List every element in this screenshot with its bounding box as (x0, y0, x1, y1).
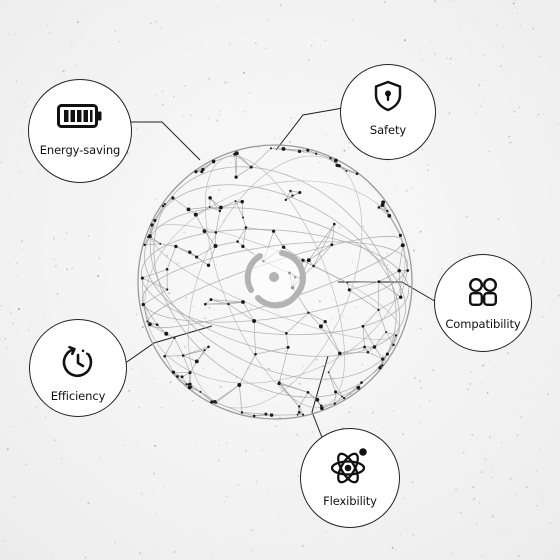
atom-icon (301, 445, 399, 487)
feature-label-efficiency: Efficiency (50, 389, 106, 403)
center-logo (244, 247, 306, 309)
feature-compatibility: Compatibility (434, 254, 532, 352)
connector-flexibility (311, 355, 329, 441)
feature-label-flexibility: Flexibility (323, 494, 377, 508)
feature-efficiency: Efficiency (29, 319, 127, 417)
feature-label-safety: Safety (369, 123, 407, 137)
feature-flexibility: Flexibility (300, 428, 400, 528)
battery-icon (29, 104, 131, 128)
grid-four-icon (435, 277, 531, 307)
clock-refresh-icon (30, 344, 126, 380)
shield-lock-icon (341, 80, 435, 112)
connector-efficiency (123, 325, 213, 365)
feature-energy-saving: Energy-saving (28, 79, 132, 183)
feature-label-compatibility: Compatibility (445, 317, 521, 331)
connector-energy-saving (130, 121, 201, 161)
feature-label-energy-saving: Energy-saving (39, 143, 121, 157)
connector-safety (275, 107, 344, 151)
feature-safety: Safety (340, 64, 436, 160)
